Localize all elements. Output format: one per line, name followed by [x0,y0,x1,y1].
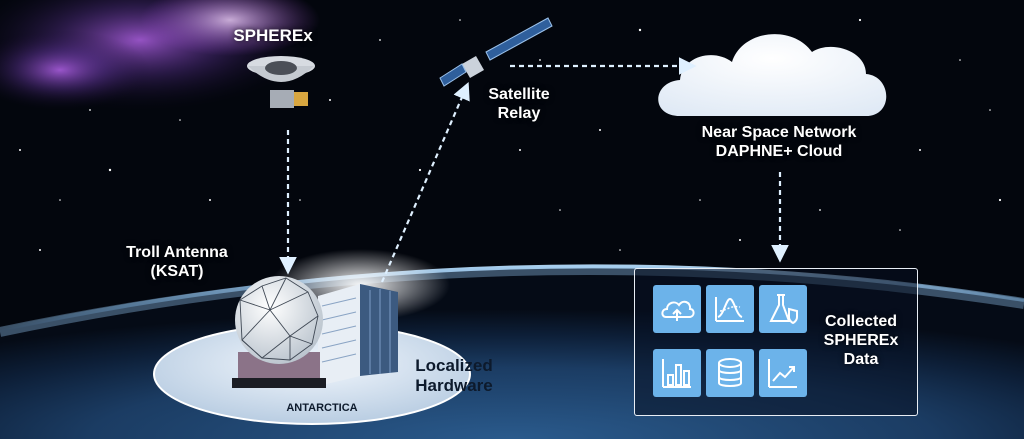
cloud-upload-icon [653,285,701,333]
satellite-relay-label: Satellite Relay [474,86,564,124]
collected-data-label-line-1: Collected [824,313,897,330]
spherex-telescope-icon [247,56,315,108]
collected-data-panel: Collected SPHEREx Data [634,268,918,416]
troll-antenna-label: Troll Antenna (KSAT) [124,244,230,282]
satellite-relay-label-line-1: Satellite [488,86,550,103]
antarctica-label: ANTARCTICA [286,402,358,414]
flow-arrows [279,57,789,283]
localized-hardware-label-line-1: Localized [415,356,493,375]
flask-shield-icon [759,285,807,333]
satellite-relay-icon [439,17,553,87]
localized-hardware-label: Localized Hardware [406,356,502,396]
collected-data-label-line-2: SPHEREx [823,331,899,349]
troll-antenna-radome-icon [232,276,326,388]
spherex-label: SPHEREx [233,26,313,45]
cloud-icon [658,34,887,116]
cloud-label-line-1: Near Space Network [701,124,857,141]
stars [19,18,1002,251]
ground-building-icon [318,284,398,386]
troll-antenna-label-line-1: Troll Antenna [126,244,228,261]
bar-chart-icon [653,349,701,397]
collected-data-label: Collected SPHEREx Data [811,313,911,370]
chart-curve-icon [706,285,754,333]
cloud-label: Near Space Network DAPHNE+ Cloud [662,124,896,162]
cloud-label-line-2: DAPHNE+ Cloud [715,142,843,160]
database-icon [706,349,754,397]
collected-data-label-line-3: Data [843,350,879,368]
trend-up-icon [759,349,807,397]
satellite-relay-label-line-2: Relay [497,104,541,122]
troll-antenna-label-line-2: (KSAT) [150,262,204,280]
localized-hardware-label-line-2: Hardware [415,376,493,396]
